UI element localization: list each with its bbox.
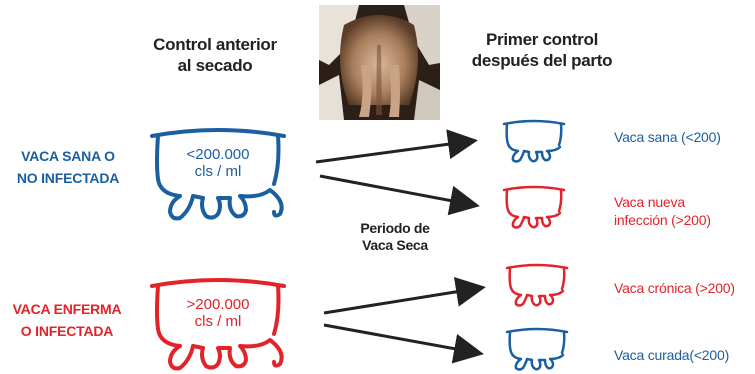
small-udder-cronica (505, 262, 569, 308)
result-label-sana: Vaca sana (<200) (614, 129, 721, 145)
heading-after-calving: Primer control después del parto (471, 30, 613, 70)
cow-udder-photo (319, 5, 440, 120)
small-udder-curada (505, 326, 569, 372)
result-label-curada: Vaca curada(<200) (614, 347, 730, 363)
result-label-nueva: Vaca nueva infección (>200) (614, 194, 711, 228)
udder-icon-healthy: <200.000 cls / ml (148, 124, 288, 224)
arrow-sick-to-cronica (323, 276, 486, 315)
udder-text-healthy: <200.000 cls / ml (186, 146, 250, 180)
udder-icon-sick: >200.000 cls / ml (148, 274, 288, 374)
condition-label-sick: VACA ENFERMA O INFECTADA (12, 301, 122, 339)
small-udder-nueva (502, 184, 566, 230)
small-udder-sana (502, 118, 566, 164)
arrow-sick-to-curada (323, 323, 484, 364)
heading-before-dry-off: Control anterior al secado (153, 35, 277, 75)
period-label: Periodo de Vaca Seca (360, 220, 430, 253)
arrow-healthy-to-nueva (319, 174, 480, 216)
arrow-healthy-to-sana (315, 129, 478, 164)
condition-label-healthy: VACA SANA O NO INFECTADA (16, 148, 120, 186)
result-label-cronica: Vaca crónica (>200) (614, 280, 735, 296)
udder-text-sick: >200.000 cls / ml (186, 296, 250, 330)
